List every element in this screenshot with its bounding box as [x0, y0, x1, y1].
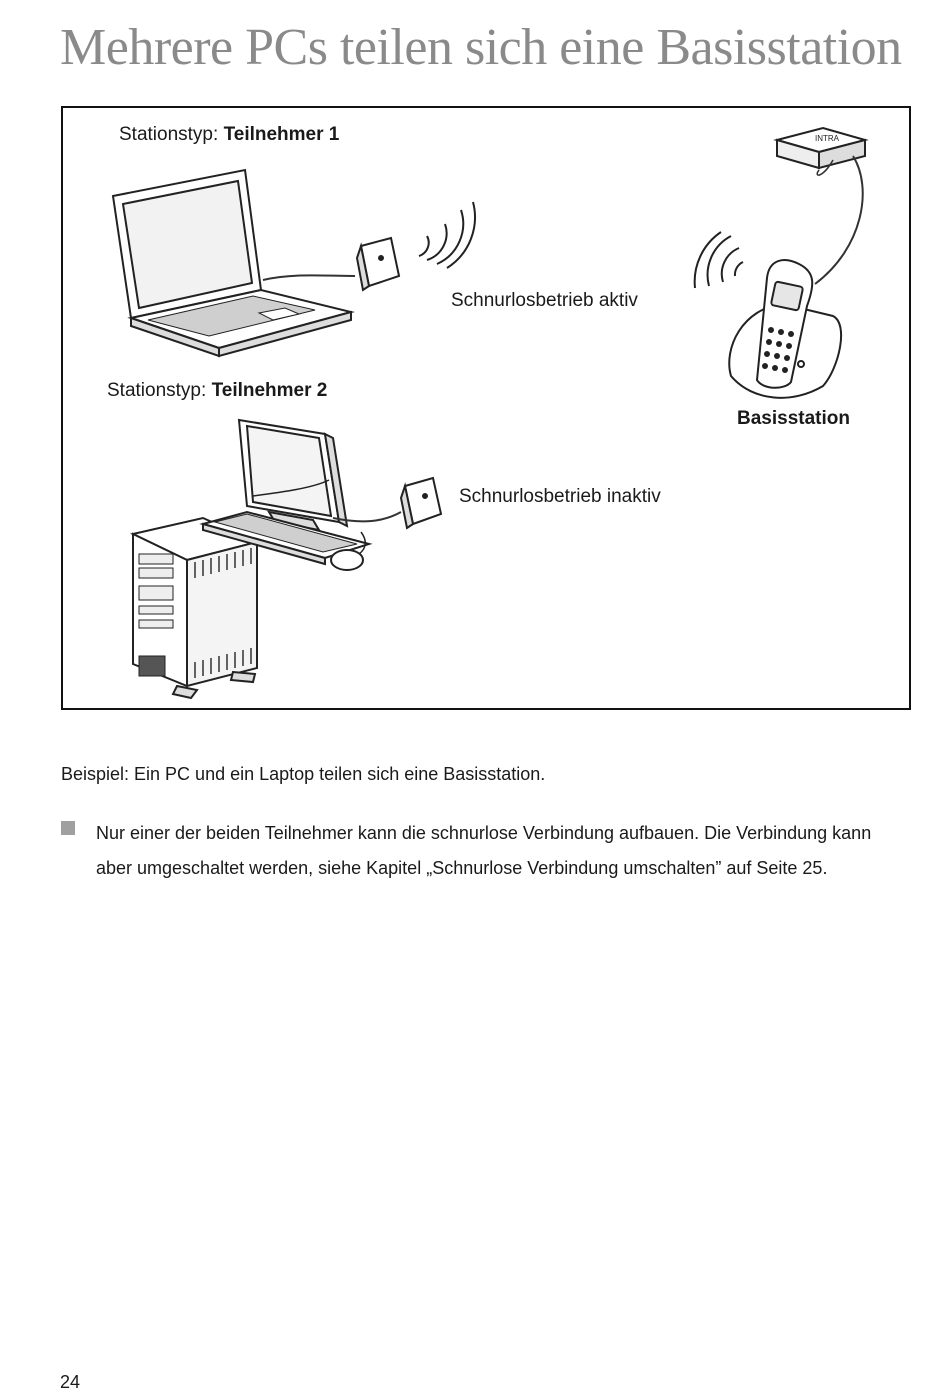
network-diagram: INTRA: [61, 106, 911, 710]
page-title: Mehrere PCs teilen sich eine Basisstatio…: [60, 19, 902, 76]
desktop-monitor-illustration: [237, 418, 349, 532]
diagram-illustration: INTRA: [111, 126, 869, 700]
station-name-1: Teilnehmer 1: [223, 124, 340, 145]
figure-caption: Beispiel: Ein PC und ein Laptop teilen s…: [61, 764, 546, 784]
wireless-active-label: Schnurlosbetrieb aktiv: [451, 290, 638, 311]
router-illustration: INTRA: [773, 126, 869, 170]
wireless-signal-active-icon: [418, 201, 476, 269]
adapter-2-illustration: [399, 476, 443, 530]
bullet-text: Nur einer der beiden Teilnehmer kann die…: [96, 823, 872, 878]
bullet-square-icon: [61, 821, 75, 835]
adapter-1-illustration: [355, 236, 401, 292]
station-type-label-2: Stationstyp: Teilnehmer 2: [107, 380, 328, 401]
laptop-illustration: [111, 168, 355, 358]
tower-pc-illustration: [129, 516, 261, 700]
page-number: 24: [60, 1372, 81, 1392]
wireless-inactive-label: Schnurlosbetrieb inaktiv: [459, 486, 661, 507]
station-type-label-1: Stationstyp: Teilnehmer 1: [119, 124, 340, 145]
svg-text:INTRA: INTRA: [815, 134, 840, 143]
keyboard-illustration: [199, 510, 373, 566]
mouse-illustration: [330, 531, 366, 571]
wireless-signal-base-icon: [693, 231, 744, 289]
base-station-label: Basisstation: [737, 408, 850, 429]
station-name-2: Teilnehmer 2: [211, 380, 328, 401]
bullet-list-item: Nur einer der beiden Teilnehmer kann die…: [61, 816, 906, 886]
phone-base-station-illustration: [728, 259, 842, 399]
